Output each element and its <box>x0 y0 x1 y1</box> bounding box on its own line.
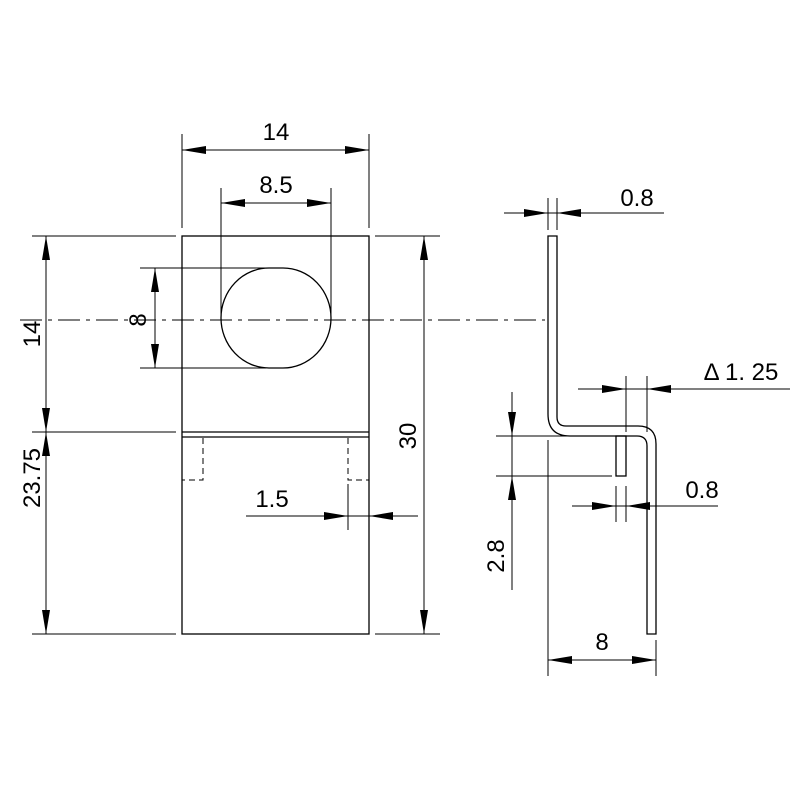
dim-left-heights: 14 23.75 <box>19 235 176 635</box>
dim-thickness-top: 0.8 <box>504 185 664 230</box>
bent-tab <box>615 435 627 477</box>
dim-width-top: 14 <box>181 119 370 228</box>
right-relief-slot <box>347 437 370 481</box>
dim-hole-width-label: 8.5 <box>259 172 292 199</box>
dim-step-height: 2.8 <box>483 392 612 590</box>
plate-outline <box>181 235 370 635</box>
dim-depth-label: 8 <box>595 629 608 656</box>
dim-total-height: 30 <box>375 235 440 635</box>
dim-thickness-mid: 0.8 <box>572 477 719 522</box>
dim-offset-label: Δ 1. 25 <box>704 359 779 386</box>
left-relief-slot <box>181 437 204 481</box>
dim-hole-height-label: 8 <box>125 313 152 326</box>
dim-step-height-label: 2.8 <box>483 539 510 572</box>
oblong-hole <box>220 267 332 369</box>
dim-total-height-label: 30 <box>395 423 422 450</box>
dim-slot-width-label: 1.5 <box>255 486 288 513</box>
front-view <box>181 235 370 635</box>
dim-slot-width: 1.5 <box>246 484 418 530</box>
dim-thickness-top-label: 0.8 <box>620 185 653 212</box>
dim-width-top-label: 14 <box>263 119 290 146</box>
dim-hole-height: 8 <box>125 267 266 369</box>
dim-thickness-mid-label: 0.8 <box>685 477 718 504</box>
dim-upper-height-label: 14 <box>19 321 46 348</box>
dim-hole-width: 8.5 <box>220 172 332 320</box>
side-view <box>547 235 657 635</box>
dim-depth: 8 <box>547 440 657 676</box>
bent-profile <box>547 235 657 635</box>
dim-lower-height-label: 23.75 <box>19 448 46 508</box>
dim-offset: Δ 1. 25 <box>578 359 790 432</box>
